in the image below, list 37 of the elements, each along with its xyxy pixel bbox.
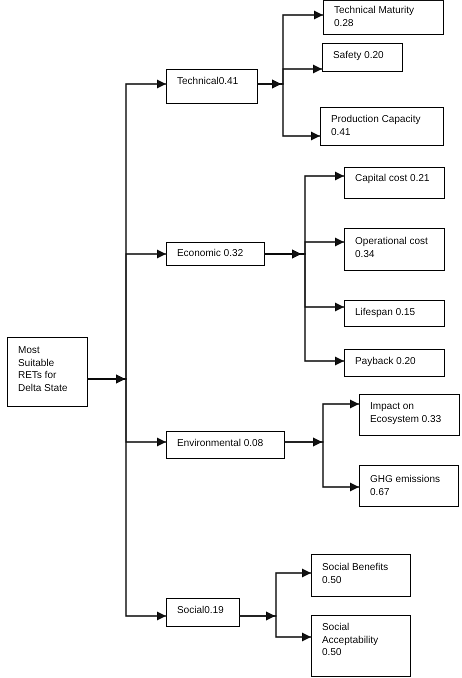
connector-arrow <box>258 80 320 140</box>
subcriterion-box <box>322 43 403 72</box>
criterion-label: Technical Maturity 0.28 <box>333 5 416 30</box>
connector-arrow <box>88 374 166 620</box>
criterion-box <box>166 242 265 266</box>
subcriterion-box <box>323 0 444 35</box>
criterion-label: Social0.19 <box>176 605 225 618</box>
criterion-label: Safety 0.20 <box>332 50 385 62</box>
criterion-label: Capital cost 0.21 <box>354 173 430 186</box>
subcriterion-box <box>311 554 411 597</box>
criterion-label: Operational cost 0.34 <box>354 236 429 261</box>
criterion-label: Environmental 0.08 <box>176 438 264 450</box>
goal-box <box>7 337 88 407</box>
criterion-label: Lifespan 0.15 <box>354 307 416 320</box>
criterion-label: Social Benefits 0.50 <box>321 562 390 587</box>
subcriterion-box <box>359 394 460 436</box>
criterion-label: Payback 0.20 <box>354 356 417 368</box>
criterion-label: Technical0.41 <box>176 76 240 88</box>
criterion-label: Most Suitable RETs for Delta State <box>17 345 68 395</box>
criterion-label: Economic 0.32 <box>176 248 244 260</box>
connector-arrow <box>265 250 344 366</box>
subcriterion-box <box>320 107 444 146</box>
subcriterion-box <box>344 228 445 271</box>
criterion-box <box>166 598 240 627</box>
subcriterion-box <box>344 167 445 199</box>
criterion-label: GHG emissions 0.67 <box>369 474 442 499</box>
criterion-box <box>166 431 285 459</box>
subcriterion-box <box>359 465 459 507</box>
subcriterion-box <box>344 300 445 327</box>
criterion-label: Social Acceptability 0.50 <box>321 622 380 660</box>
criterion-label: Impact on Ecosystem 0.33 <box>369 401 442 426</box>
subcriterion-box <box>311 615 411 677</box>
subcriterion-box <box>344 349 445 377</box>
criterion-box <box>166 69 258 104</box>
criterion-label: Production Capacity 0.41 <box>330 114 422 139</box>
connector-arrow <box>285 438 359 492</box>
connector-arrow <box>240 612 311 642</box>
